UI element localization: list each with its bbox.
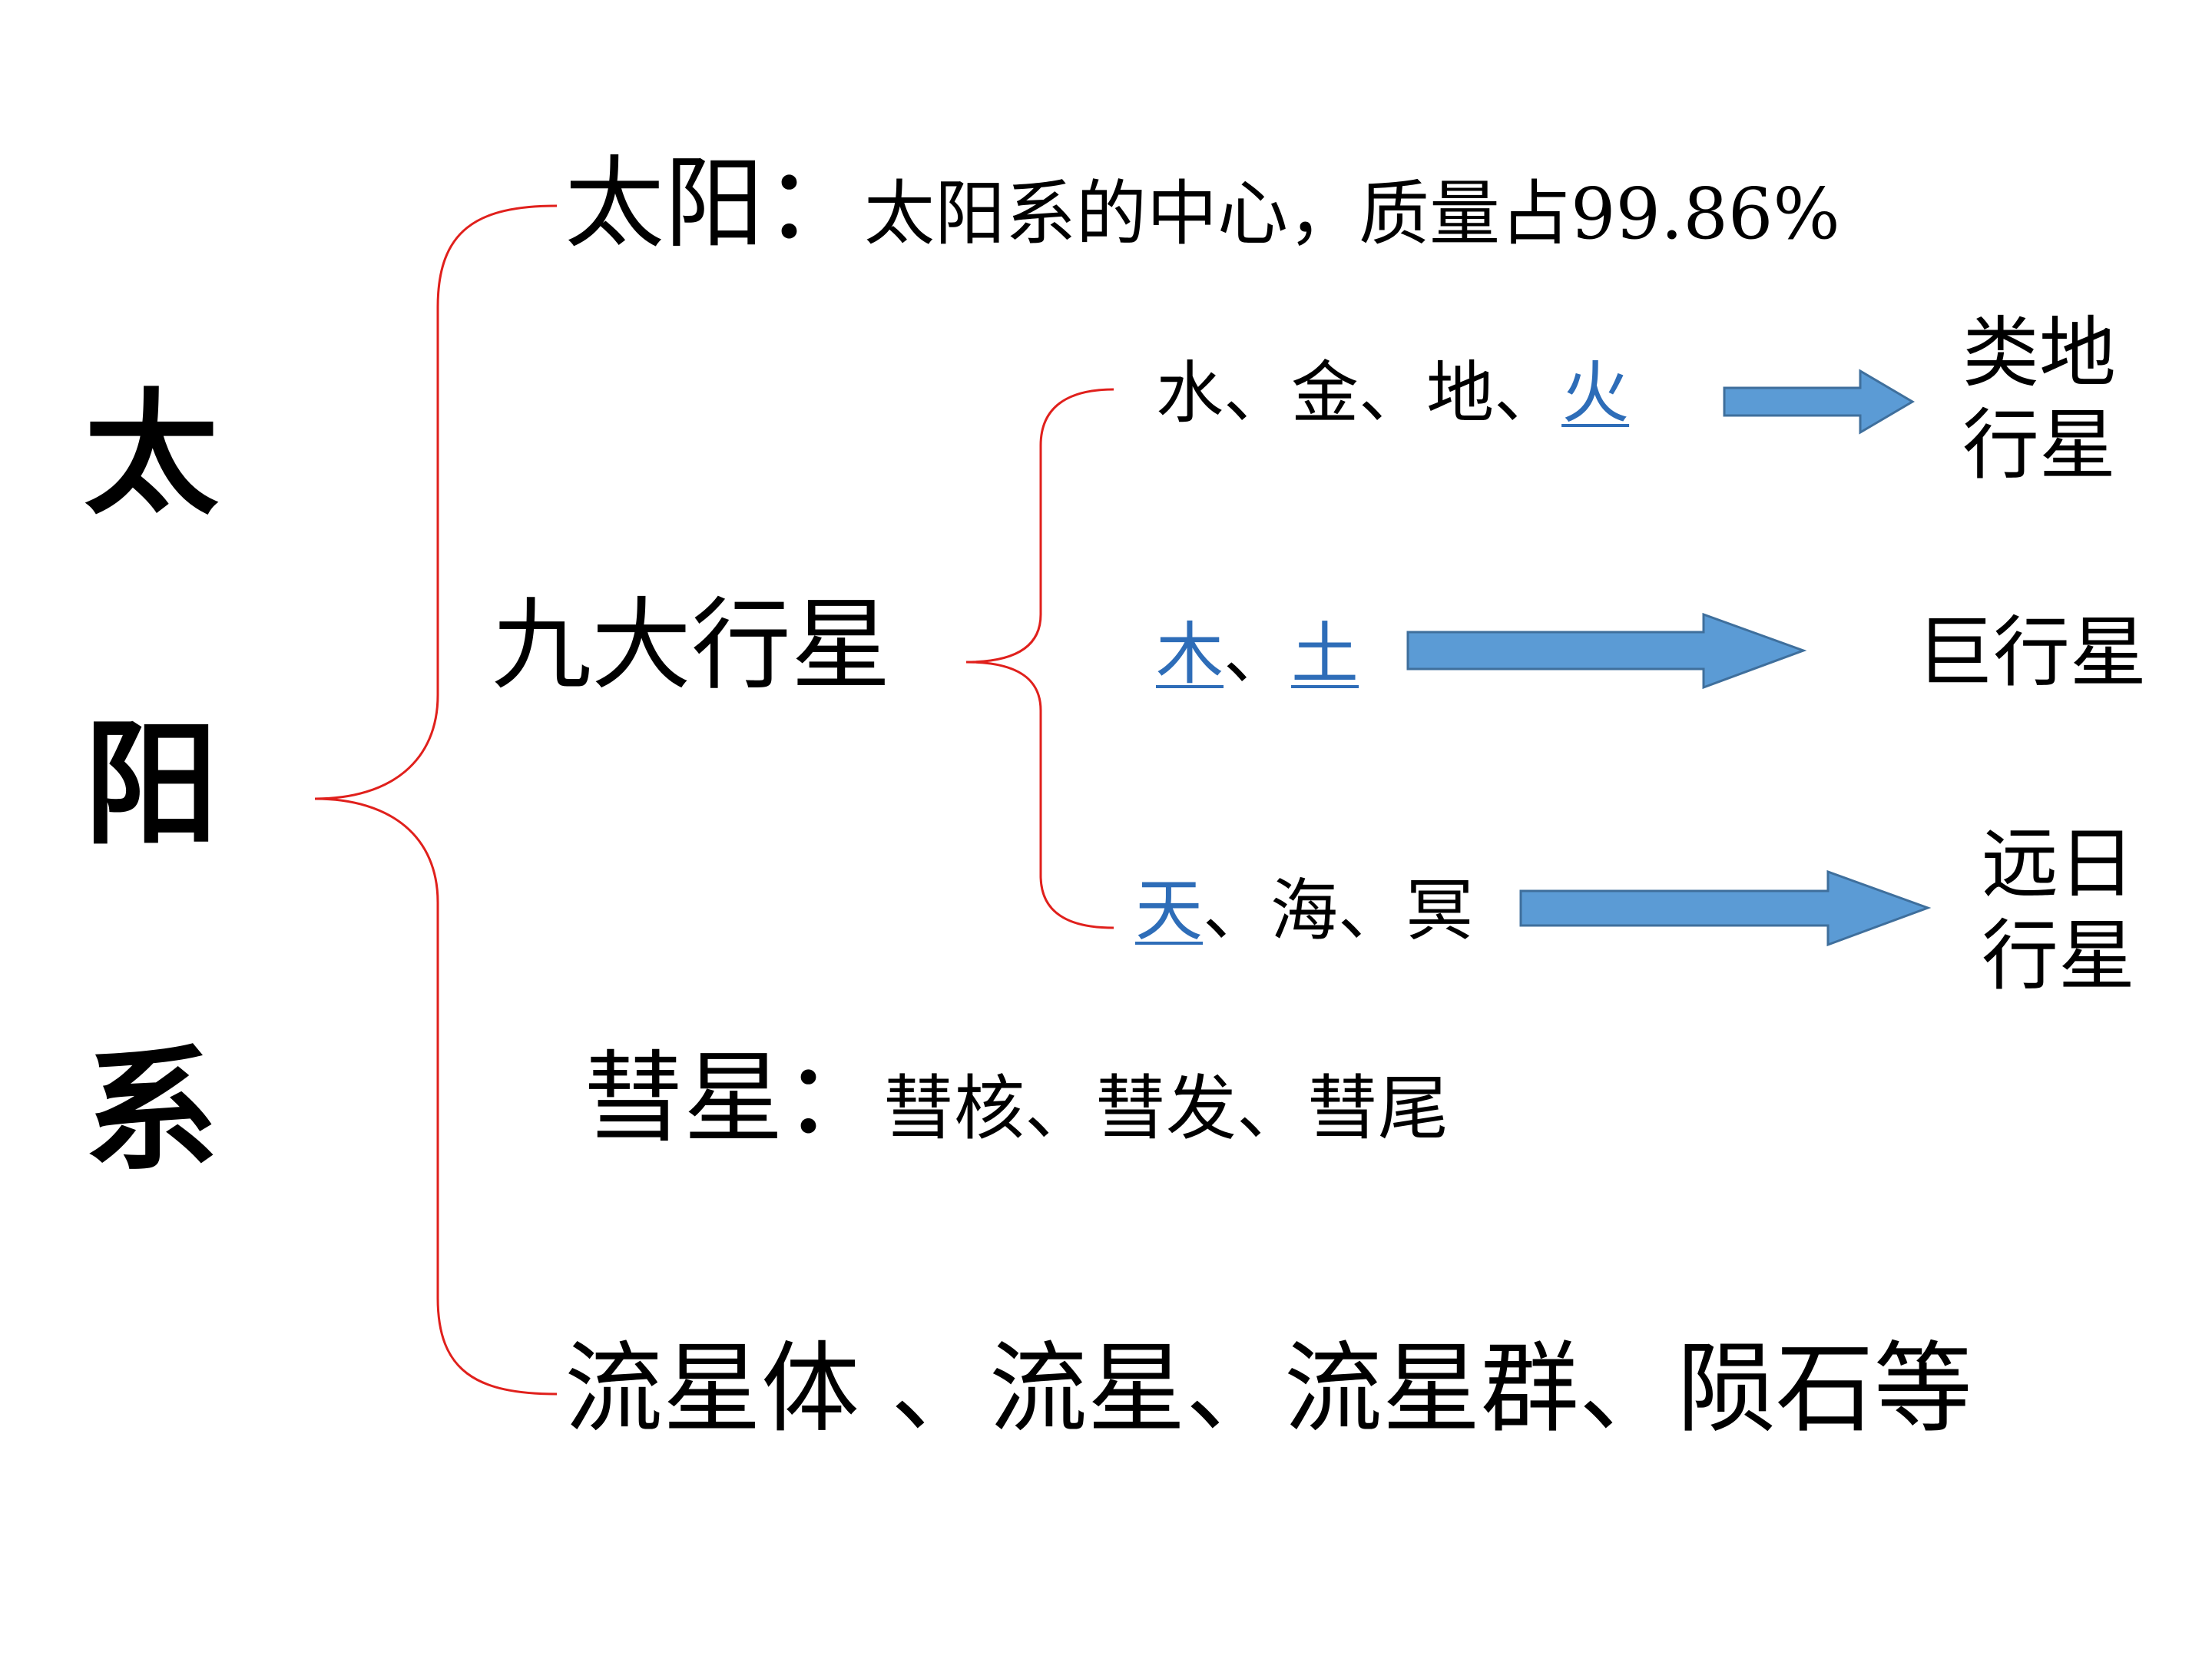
terrestrial-planets-list: 水、金、地、火 — [1156, 359, 1629, 427]
group-label-line: 巨行星 — [1916, 608, 2147, 697]
planet-part: 金 — [1291, 353, 1359, 432]
arrow-terrestrial-shape — [1723, 369, 1915, 435]
planet-part: 冥 — [1406, 871, 1474, 950]
arrow-terrestrial — [1723, 369, 1915, 435]
planet-part: 火 — [1561, 353, 1630, 432]
comet-label: 彗星 — [584, 1040, 784, 1157]
arrow-outer-shape — [1519, 869, 1932, 947]
arrow-giant — [1406, 612, 1807, 690]
terrestrial-group-label: 类地行星 — [1943, 307, 2135, 492]
outer-planets-list: 天、海、冥 — [1135, 877, 1473, 945]
planet-part: 、 — [1359, 353, 1427, 432]
planet-part: 、 — [1224, 353, 1292, 432]
group-label-line: 行星 — [1962, 400, 2116, 490]
planet-part: 木 — [1156, 614, 1224, 694]
main-brace — [314, 204, 558, 1396]
arrow-giant-shape — [1406, 612, 1807, 690]
planets-brace — [965, 388, 1114, 929]
planets-label: 九大行星 — [492, 587, 892, 704]
planet-part: 土 — [1291, 614, 1359, 694]
group-label-line: 行星 — [1982, 911, 2135, 1001]
root-char-2: 阳 — [84, 707, 219, 863]
planet-part: 、 — [1203, 871, 1271, 950]
planet-part: 天 — [1135, 871, 1204, 950]
meteor-row: 流星体 、流星、流星群、陨石等 — [565, 1332, 1972, 1446]
sun-description: 太阳系的中心，质量占99.86% — [864, 173, 1840, 255]
giant-group-label: 巨行星 — [1901, 607, 2162, 699]
planet-part: 、 — [1224, 614, 1292, 694]
planet-part: 水 — [1156, 353, 1224, 432]
comet-parts: 彗核、彗发、彗尾 — [883, 1068, 1449, 1150]
planet-part: 、 — [1338, 871, 1406, 950]
giant-planets-list: 木、土 — [1156, 621, 1359, 688]
root-char-1: 太 — [84, 377, 219, 533]
outer-group-label: 远日行星 — [1962, 818, 2154, 1002]
sun-row: 太阳：太阳系的中心，质量占99.86% — [565, 154, 1840, 253]
planet-part: 海 — [1270, 871, 1339, 950]
comet-colon: ： — [783, 1040, 884, 1157]
comet-row: 彗星：彗核、彗发、彗尾 — [584, 1048, 1449, 1148]
group-label-line: 远日 — [1982, 819, 2135, 909]
planet-part: 地 — [1426, 353, 1495, 432]
group-label-line: 类地 — [1962, 308, 2116, 398]
planet-part: 、 — [1494, 353, 1562, 432]
arrow-outer — [1519, 869, 1932, 947]
sun-label: 太阳： — [565, 145, 865, 262]
root-char-3: 系 — [84, 1034, 219, 1190]
